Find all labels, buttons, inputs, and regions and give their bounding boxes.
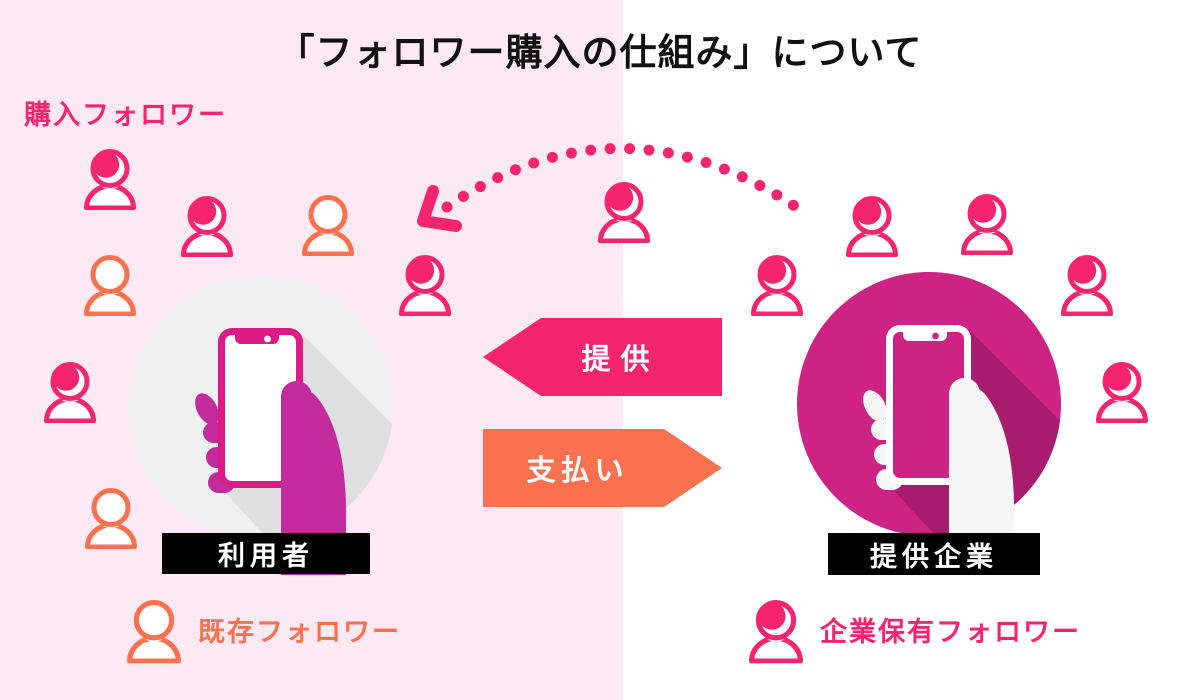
provide-arrow-shape [483, 318, 722, 396]
user-device-illustration [129, 275, 393, 575]
person-crescent-icon [748, 594, 804, 664]
transferred-follower-icon [597, 177, 651, 243]
payment-arrow-shape [483, 429, 722, 507]
provider-device-illustration [797, 272, 1061, 572]
legend-existing-follower: 既存フォロワー [126, 594, 401, 664]
payment-arrow: 支払い [483, 429, 722, 507]
purchased-followers-caption: 購入フォロワー [24, 100, 227, 130]
page-title: 「フォロワー購入の仕組み」について [277, 32, 923, 73]
purchased-follower-icon [43, 357, 97, 423]
company-follower-icon [845, 191, 899, 257]
legend-existing-label: 既存フォロワー [198, 616, 401, 647]
hand-holding-phone-icon [797, 272, 1061, 572]
provide-arrow-label: 提供 [581, 344, 660, 376]
company-follower-icon [960, 189, 1014, 255]
person-outline-icon [126, 594, 182, 664]
purchased-follower-icon [180, 191, 234, 257]
transfer-arc [417, 143, 808, 232]
purchased-follower-icon [398, 250, 452, 316]
existing-follower-icon [83, 250, 137, 316]
dotted-arc-path [441, 143, 808, 217]
legend-company-follower: 企業保有フォロワー [748, 594, 1081, 664]
user-name-plate: 利用者 [162, 533, 370, 574]
purchased-follower-icon [83, 144, 137, 210]
provide-arrow: 提供 [483, 318, 722, 396]
hand-holding-phone-icon [129, 275, 393, 575]
provider-name-plate: 提供企業 [828, 533, 1040, 575]
company-follower-icon [750, 250, 804, 316]
company-follower-icon [1060, 250, 1114, 316]
payment-arrow-label: 支払い [526, 455, 629, 487]
company-follower-icon [1095, 357, 1149, 423]
existing-follower-icon [301, 190, 355, 256]
existing-follower-icon [84, 483, 138, 549]
legend-company-label: 企業保有フォロワー [820, 616, 1081, 647]
arc-arrowhead-icon [417, 185, 462, 232]
